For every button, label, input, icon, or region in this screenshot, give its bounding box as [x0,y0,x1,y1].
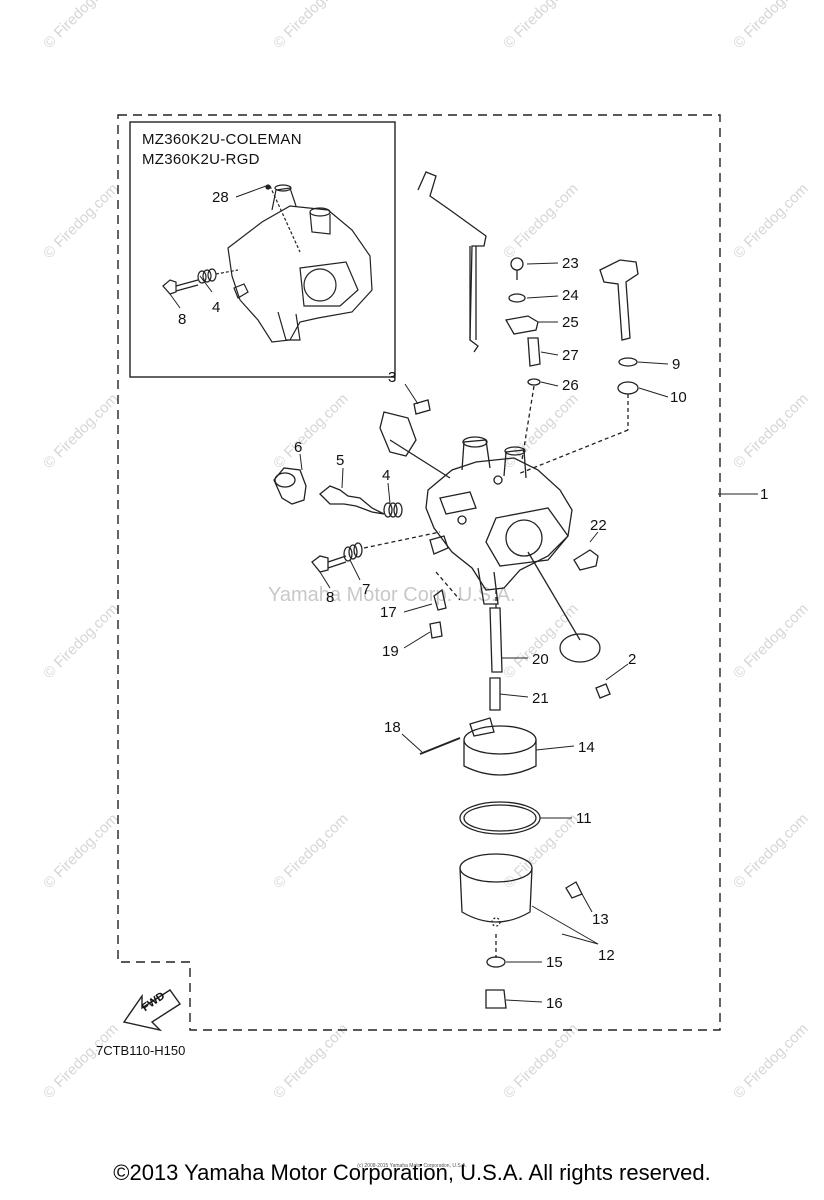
part-23-screw [510,257,524,280]
tiny-copyright: (c) 2008-2015 Yamaha Motor Corporation, … [357,1163,467,1169]
callout-16: 16 [546,995,563,1012]
callout-9: 9 [672,356,680,373]
callout-20: 20 [532,651,549,668]
part-16-drain-screw [485,989,507,1009]
part-2-plate [559,633,601,663]
callout-3: 3 [388,369,396,386]
part-2-screw [595,683,611,699]
inset-carburetor [162,184,373,343]
callout-27: 27 [562,347,579,364]
callout-2: 2 [628,651,636,668]
part-18-pin [419,737,461,755]
part-20-tube [489,607,503,673]
carburetor-body [425,436,573,605]
callout-7: 7 [362,581,370,598]
footer-copyright: ©2013 Yamaha Motor Corporation, U.S.A. A… [113,1160,711,1185]
part-27-jet [527,337,541,367]
callout-1: 1 [760,486,768,503]
choke-lever-rod [417,171,487,353]
callout-18: 18 [384,719,401,736]
inset-callout-4: 4 [212,299,220,316]
center-watermark: Yamaha Motor Corp. U.S.A. [268,584,516,606]
callout-24: 24 [562,287,579,304]
part-7-spring [343,531,441,562]
part-3-screw [413,399,431,415]
callout-17: 17 [380,604,397,621]
part-21-tube [489,677,501,711]
part-24-washer [508,293,526,303]
inset-box [129,121,396,378]
part-8-screw [311,555,347,573]
callout-21: 21 [532,690,549,707]
leader-lines [169,185,758,1003]
inset-callout-28: 28 [212,189,229,206]
callout-6: 6 [294,439,302,456]
inset-title-line1: MZ360K2U-COLEMAN [142,131,302,148]
callout-13: 13 [592,911,609,928]
part-22-fitting [573,549,599,571]
inset-title-line2: MZ360K2U-RGD [142,151,260,168]
callout-10: 10 [670,389,687,406]
callout-25: 25 [562,314,579,331]
inset-callout-8: 8 [178,311,186,328]
callout-labels: 1 2 3 4 5 6 7 8 9 10 11 12 13 14 15 16 1… [178,189,768,1012]
part-4-spring [383,502,403,518]
callout-5: 5 [336,452,344,469]
part-17-jet [433,588,447,611]
callout-23: 23 [562,255,579,272]
callout-11: 11 [576,810,592,827]
part-26-oring [527,378,541,386]
part-6-cap [273,467,307,505]
callout-8: 8 [326,589,334,606]
fwd-arrow-icon [122,989,181,1032]
throttle-shaft [517,259,639,475]
part-19-clip [429,621,443,639]
callout-26: 26 [562,377,579,394]
callout-12: 12 [598,947,615,964]
part-3-plate [379,411,417,457]
diagram-code: 7CTB110-H150 [96,1043,186,1058]
part-15-gasket [486,956,506,968]
callout-22: 22 [590,517,607,534]
assembly-dashed-border [117,114,721,1031]
part-11-gasket [459,801,541,835]
callout-4: 4 [382,467,390,484]
part-12-float-bowl [459,853,533,927]
part-14-float [463,717,537,776]
callout-19: 19 [382,643,399,660]
callout-14: 14 [578,739,595,756]
part-5-needle [319,485,385,515]
part-13-screw [565,881,583,899]
callout-15: 15 [546,954,563,971]
part-25-plate [504,315,539,335]
